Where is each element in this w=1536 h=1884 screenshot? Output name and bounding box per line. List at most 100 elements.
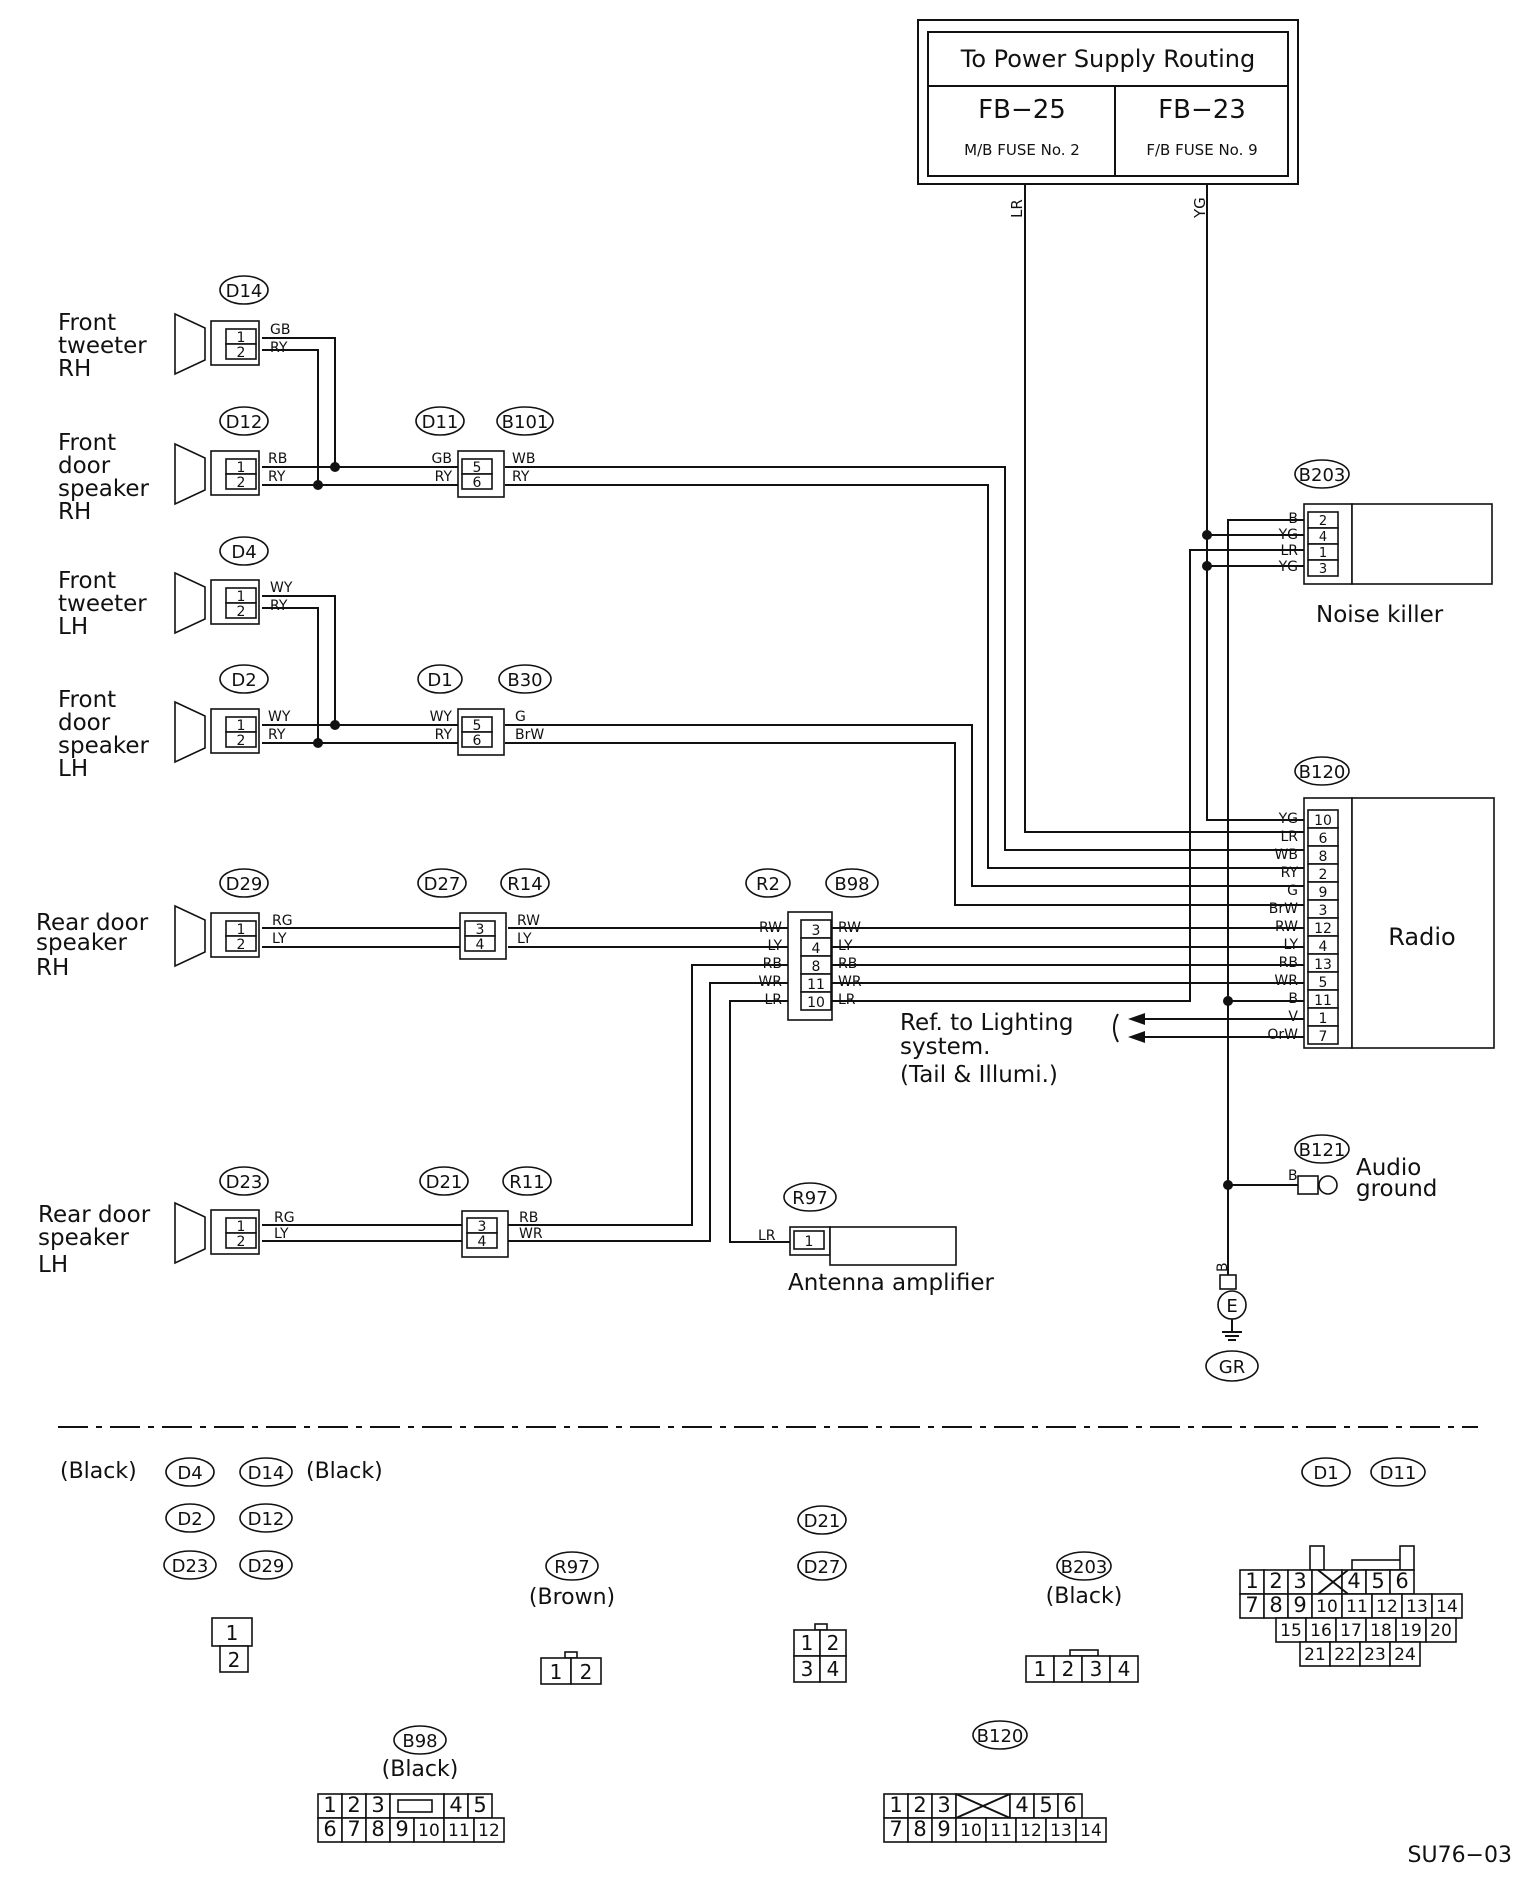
connector-pin-number: 8: [913, 1817, 926, 1841]
svg-text:RB: RB: [519, 1210, 538, 1226]
svg-text:B30: B30: [507, 670, 542, 691]
connector-pin-number: 4: [449, 1793, 462, 1817]
svg-text:B98: B98: [402, 1731, 437, 1752]
svg-text:4: 4: [827, 1657, 840, 1681]
connector-pin: [1395, 1617, 1427, 1643]
connector-pin-number: 12: [478, 1821, 500, 1841]
svg-text:GR: GR: [1219, 1357, 1245, 1378]
radio-wire: B: [1288, 991, 1298, 1007]
antenna-amplifier: R97 1 LR Antenna amplifier: [758, 1182, 995, 1296]
b98-left-wire: WR: [758, 974, 782, 990]
wire-lr-power: LR: [1008, 199, 1026, 218]
radio-wire: LR: [1280, 829, 1298, 845]
radio-pin-number: 9: [1319, 885, 1328, 901]
svg-text:(Brown): (Brown): [529, 1585, 615, 1610]
b98-left-wire: RW: [759, 920, 782, 936]
svg-text:WB: WB: [512, 451, 535, 467]
lighting-reference: Ref. to Lighting system. (Tail & Illumi.…: [900, 1010, 1074, 1088]
svg-text:2: 2: [237, 604, 246, 620]
svg-text:2: 2: [237, 345, 246, 361]
svg-text:Front: Front: [58, 430, 116, 456]
svg-text:RB: RB: [268, 451, 287, 467]
connector-pin: [1389, 1641, 1421, 1667]
connector-pin: [413, 1817, 445, 1843]
connector-pin-number: 12: [1020, 1821, 1042, 1841]
connector-pin: [1275, 1617, 1307, 1643]
radio-wire: YG: [1278, 811, 1298, 827]
radio-pin-number: 13: [1314, 957, 1332, 973]
svg-text:WY: WY: [268, 709, 291, 725]
b98-pin: [800, 991, 832, 1011]
radio-pin-number: 10: [1314, 813, 1332, 829]
svg-text:LY: LY: [274, 1226, 289, 1242]
svg-text:door: door: [58, 710, 111, 736]
radio-pin-number: 8: [1319, 849, 1328, 865]
svg-text:LH: LH: [58, 614, 88, 640]
svg-text:D21: D21: [426, 1172, 463, 1193]
connector-pin: [317, 1793, 343, 1819]
svg-text:Ref. to Lighting: Ref. to Lighting: [900, 1010, 1074, 1036]
connector-pin-number: 9: [395, 1817, 408, 1841]
b98-left-wire: LR: [764, 992, 782, 1008]
svg-text:1: 1: [226, 1621, 239, 1645]
b98-right-wire: RB: [838, 956, 857, 972]
svg-text:4: 4: [476, 937, 485, 953]
connector-pin: [317, 1817, 343, 1843]
svg-text:2: 2: [237, 1234, 246, 1250]
connector-pin-number: 5: [473, 1793, 486, 1817]
radio-wire: WB: [1275, 847, 1298, 863]
svg-text:Antenna amplifier: Antenna amplifier: [788, 1270, 995, 1296]
svg-text:3: 3: [1090, 1657, 1103, 1681]
svg-text:2: 2: [580, 1660, 593, 1684]
svg-text:1: 1: [237, 589, 246, 605]
svg-text:B98: B98: [834, 874, 869, 895]
svg-text:3: 3: [476, 922, 485, 938]
connector-pin-number: 1: [323, 1793, 336, 1817]
power-box-title: To Power Supply Routing: [960, 45, 1256, 73]
connector-pin-number: 8: [1269, 1593, 1282, 1617]
connector-pin-number: 11: [1346, 1597, 1368, 1617]
svg-text:RH: RH: [58, 499, 91, 525]
svg-text:D23: D23: [172, 1556, 209, 1577]
svg-text:D11: D11: [1380, 1463, 1417, 1484]
connector-pin: [1311, 1593, 1343, 1619]
svg-text:1: 1: [805, 1234, 814, 1250]
svg-text:2: 2: [237, 475, 246, 491]
noise-killer-wire: YG: [1278, 527, 1298, 543]
connector-pin-number: 23: [1364, 1645, 1386, 1665]
connector-pin-number: 2: [913, 1793, 926, 1817]
svg-text:1: 1: [237, 922, 246, 938]
b98-pin-number: 11: [807, 977, 825, 993]
svg-text:1: 1: [237, 1219, 246, 1235]
svg-text:Front: Front: [58, 687, 116, 713]
connector-pin-number: 4: [1015, 1793, 1028, 1817]
connector-pin-number: 5: [1371, 1569, 1384, 1593]
conn-d12: D12: [226, 412, 263, 433]
svg-text:1: 1: [237, 718, 246, 734]
connector-key: [1311, 1569, 1343, 1595]
svg-text:(Black): (Black): [60, 1459, 137, 1484]
wire-gb: GB: [270, 322, 290, 338]
connector-pin-number: 10: [960, 1821, 982, 1841]
connector-pin: [1239, 1593, 1265, 1619]
noise-killer-pin-number: 3: [1319, 562, 1327, 577]
connector-pin: [1329, 1641, 1361, 1667]
b98-left-wire: RB: [763, 956, 782, 972]
svg-text:Rear door: Rear door: [36, 910, 149, 936]
conn-d29: D29: [226, 874, 263, 895]
front-door-speaker-rh: D12 1 2 RB RY Front door speaker RH: [58, 406, 287, 525]
svg-text:B120: B120: [1299, 762, 1346, 783]
svg-text:LY: LY: [272, 931, 287, 947]
connector-pin: [443, 1817, 475, 1843]
radio-pin-number: 12: [1314, 921, 1332, 937]
connector-pin-number: 9: [937, 1817, 950, 1841]
connector-pin-number: 7: [347, 1817, 360, 1841]
radio-label: Radio: [1388, 923, 1455, 951]
svg-text:RY: RY: [435, 469, 453, 485]
connector-pin-number: 10: [418, 1821, 440, 1841]
connector-pin: [1033, 1793, 1059, 1819]
svg-text:6: 6: [473, 475, 482, 491]
connector-pin-number: 17: [1340, 1621, 1362, 1641]
